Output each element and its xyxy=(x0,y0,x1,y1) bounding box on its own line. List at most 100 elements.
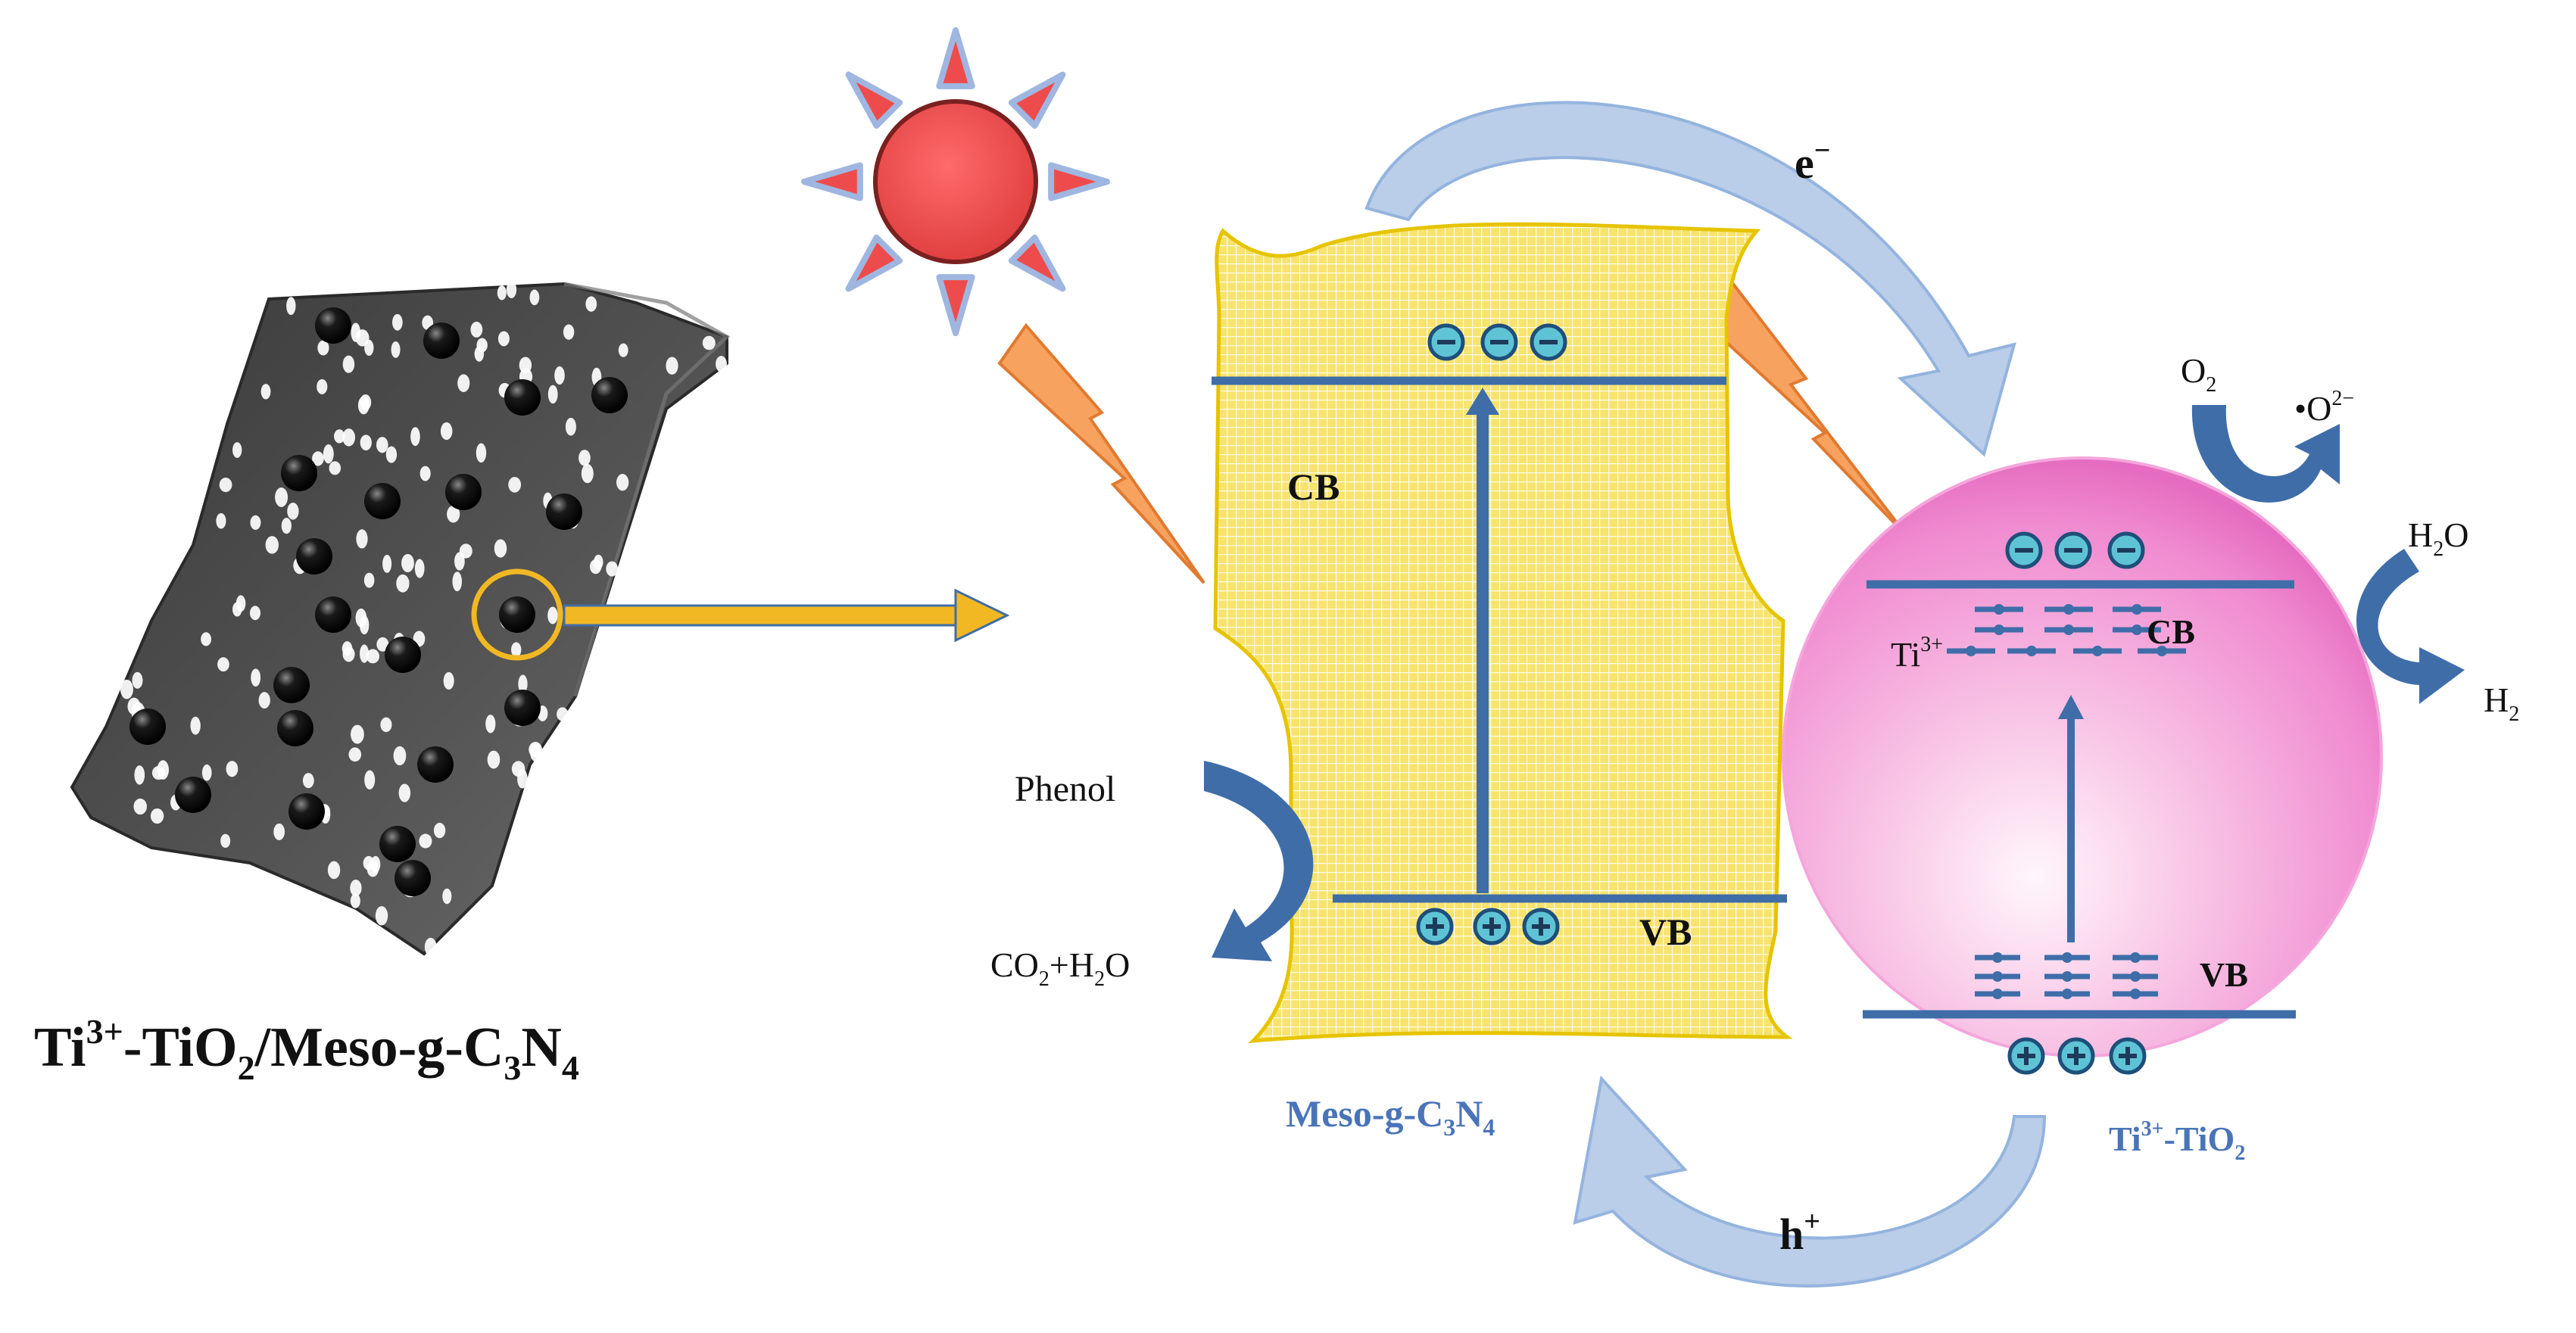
pore-dot xyxy=(716,356,727,372)
pore-dot xyxy=(356,529,368,549)
g-c3n4-name: Meso-g-C3N4 xyxy=(1286,1092,1495,1141)
pore-dot xyxy=(350,893,360,908)
pore-dot xyxy=(547,606,558,624)
pore-dot xyxy=(579,450,591,466)
pore-dot xyxy=(190,716,201,735)
pore-dot xyxy=(216,512,226,529)
pore-dot xyxy=(334,429,345,444)
pore-dot xyxy=(260,384,271,400)
pore-dot xyxy=(219,477,232,493)
nanoparticle-ball xyxy=(288,793,325,830)
nanoparticle-ball xyxy=(129,709,166,745)
pore-dot xyxy=(351,724,364,744)
g-c3n4-electrons xyxy=(1427,323,1567,361)
ti3-label: Ti3+ xyxy=(1891,633,1943,674)
sun-ray xyxy=(845,234,903,292)
pore-dot xyxy=(393,746,407,766)
pore-dot xyxy=(392,313,403,331)
pore-dot xyxy=(348,747,362,762)
pore-dot xyxy=(132,671,143,689)
pore-dot xyxy=(363,572,375,588)
water-reduction-arrow xyxy=(2356,549,2465,704)
lightning-bolt-icon xyxy=(997,322,1205,584)
nanoparticle-ball xyxy=(417,746,454,783)
pore-dot xyxy=(351,322,361,342)
pore-dot xyxy=(398,783,411,802)
pore-dot xyxy=(606,561,619,577)
g-c3n4-cb-label: CB xyxy=(1287,466,1339,508)
pore-dot xyxy=(281,518,292,534)
pore-dot xyxy=(433,822,446,839)
electron-label: e− xyxy=(1795,135,1830,188)
hole-label: h+ xyxy=(1779,1206,1820,1259)
sun-ray xyxy=(936,274,975,336)
pore-dot xyxy=(342,355,355,373)
pore-dot xyxy=(618,343,628,357)
pore-dot xyxy=(376,437,388,453)
pore-dot xyxy=(419,466,431,481)
pore-dot xyxy=(554,366,565,385)
pore-dot xyxy=(487,750,501,769)
phenol-label: Phenol xyxy=(1015,769,1115,809)
tio2-vb-states xyxy=(1975,952,2158,999)
nanoparticle-ball xyxy=(296,538,332,575)
zoom-circle xyxy=(471,568,563,661)
nanoparticle-ball xyxy=(281,455,317,491)
pore-dot xyxy=(547,385,558,404)
pore-dot xyxy=(226,761,239,777)
nanoparticle-ball xyxy=(379,826,416,862)
pore-dot xyxy=(342,428,356,447)
pore-dot xyxy=(585,296,597,312)
pore-dot xyxy=(317,378,328,394)
g-c3n4-vb-label: VB xyxy=(1639,911,1692,953)
pore-dot xyxy=(508,476,522,493)
pore-dot xyxy=(287,503,299,520)
tio2-vb-label: VB xyxy=(2200,955,2248,994)
nanoparticle-ball xyxy=(546,494,582,530)
pore-dot xyxy=(360,434,372,451)
sun-ray xyxy=(801,162,863,201)
pore-dot xyxy=(666,357,678,375)
nanoparticle-ball xyxy=(591,377,628,413)
pore-dot xyxy=(327,861,341,880)
pore-dot xyxy=(249,606,261,621)
pore-dot xyxy=(391,341,401,358)
pore-dot xyxy=(470,321,483,338)
pore-dot xyxy=(217,657,229,672)
pore-dot xyxy=(201,764,212,781)
pore-dot xyxy=(312,451,324,466)
nanoparticle-ball xyxy=(385,637,421,673)
nanoparticle-ball xyxy=(504,379,541,416)
sun-ray xyxy=(1008,71,1066,129)
g-c3n4-excitation-arrowhead xyxy=(1466,388,1499,415)
pore-dot xyxy=(519,357,532,374)
pore-dot xyxy=(317,340,329,356)
pore-dot xyxy=(414,559,425,578)
g-c3n4-holes xyxy=(1416,908,1560,945)
pore-dot xyxy=(401,553,414,572)
pore-dot xyxy=(357,396,370,415)
sun-ray xyxy=(936,27,975,89)
pore-dot xyxy=(447,505,460,523)
pore-dot xyxy=(127,697,141,715)
pore-dot xyxy=(511,761,525,777)
sun-icon xyxy=(801,27,1110,336)
pore-dot xyxy=(511,642,522,658)
pore-dot xyxy=(457,374,470,392)
pore-dot xyxy=(506,281,517,299)
pore-dot xyxy=(323,444,334,464)
sheet-fold xyxy=(563,282,731,697)
pore-dot xyxy=(452,572,463,592)
nanoparticle-ball xyxy=(395,860,431,896)
nanoparticle-ball xyxy=(277,710,313,746)
pore-dot xyxy=(220,833,231,849)
pore-dot xyxy=(251,668,261,687)
superoxide-label: •O2− xyxy=(2294,387,2354,428)
sun-ray xyxy=(1008,234,1066,292)
pore-dot xyxy=(702,335,716,350)
pore-dot xyxy=(232,602,242,617)
electron-transfer-arrow xyxy=(1364,101,2016,457)
sun-ray xyxy=(1048,162,1110,201)
pore-dot xyxy=(364,770,376,790)
